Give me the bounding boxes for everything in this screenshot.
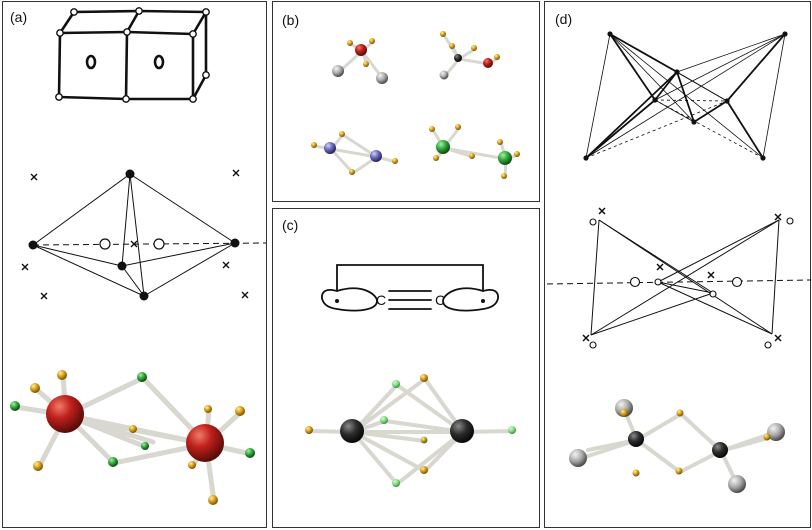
panel-a-drawing [13,7,267,504]
cluster-nodes-a [28,169,240,301]
panel-b-label: (b) [282,12,300,28]
panel-d-label: (d) [555,11,573,27]
panel-a: (a) [2,1,267,528]
atom-label-left: C [376,292,386,308]
cross-marks-a [21,169,249,300]
box-sketch [57,9,208,101]
panel-d-drawing [546,31,812,486]
panel-a-label: (a) [10,9,28,25]
panel-d: (d) [544,1,812,528]
panel-b-drawing [313,33,520,179]
atom-label-right: C [435,292,445,308]
cluster-wireframe-a [32,173,267,297]
cross-marks-d [582,207,782,342]
symmetry-diagram-d [546,219,812,336]
molecule-bonds-d [580,407,778,486]
panel-c-drawing: C C [308,264,515,486]
bowtie-nodes [583,31,788,161]
molecule-bonds-b [313,33,520,179]
open-circles-d [589,217,794,349]
molecule-render-a [13,373,254,504]
panel-c-label: (c) [282,217,299,233]
panel-c: (c) C C [272,208,540,528]
bowtie-wireframe [585,33,786,159]
panel-b: (b) [272,1,540,202]
box-corners [55,7,210,103]
acetylene-sketch [321,264,499,312]
open-circles-a [99,238,165,250]
molecule-bonds-c [308,377,515,486]
